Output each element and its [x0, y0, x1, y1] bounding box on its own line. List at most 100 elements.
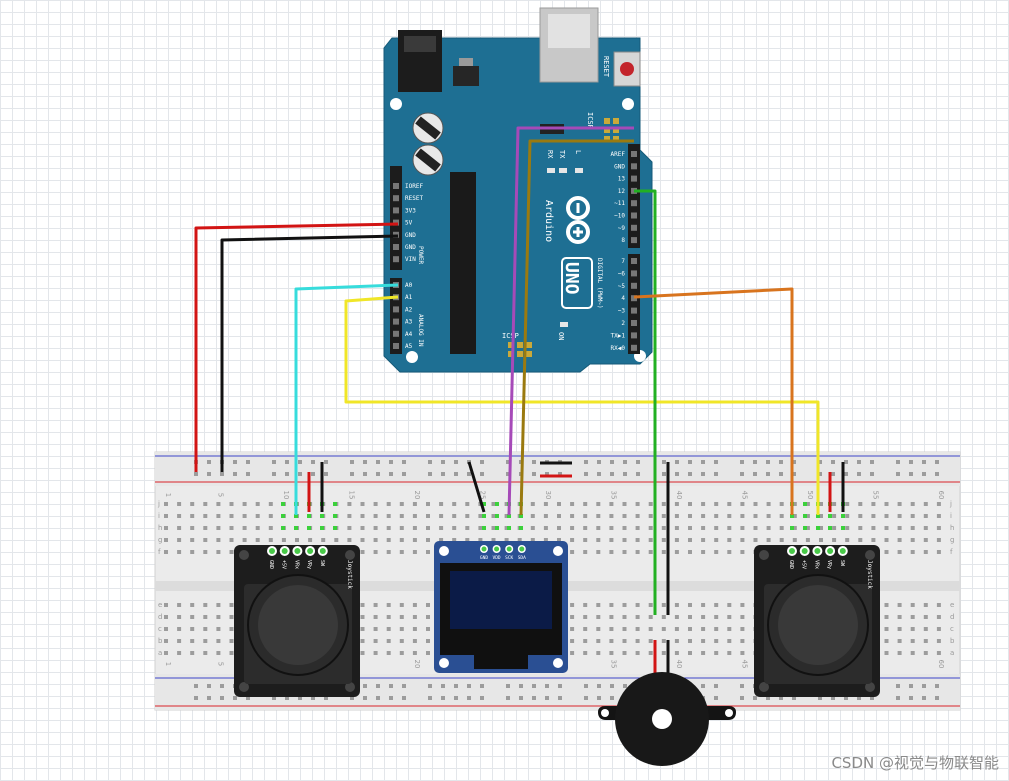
breadboard-hole[interactable]: [216, 651, 221, 655]
breadboard-hole[interactable]: [661, 627, 666, 631]
breadboard-hole[interactable]: [426, 639, 430, 643]
breadboard-hole[interactable]: [923, 615, 928, 619]
breadboard-hole[interactable]: [570, 651, 575, 655]
rail-hole[interactable]: [311, 460, 315, 464]
rail-hole[interactable]: [311, 696, 315, 700]
rail-hole[interactable]: [220, 684, 224, 688]
breadboard-hole[interactable]: [504, 502, 509, 506]
breadboard-hole[interactable]: [792, 514, 797, 518]
breadboard-hole[interactable]: [740, 550, 745, 554]
breadboard-hole[interactable]: [635, 526, 640, 530]
breadboard-hole[interactable]: [426, 603, 430, 607]
breadboard-hole[interactable]: [701, 651, 706, 655]
rail-hole[interactable]: [285, 696, 289, 700]
rail-hole[interactable]: [285, 472, 289, 476]
rail-hole[interactable]: [324, 696, 328, 700]
rail-hole[interactable]: [740, 460, 744, 464]
rail-hole[interactable]: [454, 472, 458, 476]
breadboard-hole[interactable]: [412, 514, 417, 518]
header-pin[interactable]: [631, 200, 637, 207]
rail-hole[interactable]: [610, 696, 614, 700]
breadboard-hole[interactable]: [779, 502, 784, 506]
breadboard-hole[interactable]: [897, 639, 902, 643]
breadboard-hole[interactable]: [910, 502, 915, 506]
breadboard-hole[interactable]: [727, 627, 732, 631]
rail-hole[interactable]: [519, 684, 523, 688]
rail-hole[interactable]: [584, 460, 588, 464]
rail-hole[interactable]: [363, 696, 367, 700]
breadboard-hole[interactable]: [596, 502, 601, 506]
breadboard-hole[interactable]: [923, 538, 928, 542]
breadboard-hole[interactable]: [242, 514, 247, 518]
rail-hole[interactable]: [610, 472, 614, 476]
connected-hole[interactable]: [803, 514, 807, 518]
breadboard-hole[interactable]: [164, 526, 168, 530]
breadboard-hole[interactable]: [399, 514, 404, 518]
rail-hole[interactable]: [584, 472, 588, 476]
breadboard-hole[interactable]: [727, 615, 732, 619]
wire-d12-green[interactable]: [634, 189, 657, 615]
breadboard-hole[interactable]: [635, 627, 640, 631]
breadboard-hole[interactable]: [832, 514, 837, 518]
rail-hole[interactable]: [935, 472, 939, 476]
breadboard-hole[interactable]: [740, 603, 745, 607]
breadboard-hole[interactable]: [177, 550, 182, 554]
breadboard-hole[interactable]: [884, 651, 889, 655]
breadboard-hole[interactable]: [936, 627, 941, 631]
breadboard-hole[interactable]: [216, 639, 221, 643]
icsp-pin[interactable]: [613, 118, 619, 124]
breadboard-hole[interactable]: [583, 603, 588, 607]
breadboard-hole[interactable]: [596, 603, 601, 607]
breadboard-hole[interactable]: [819, 502, 823, 506]
breadboard-hole[interactable]: [622, 526, 627, 530]
breadboard-hole[interactable]: [439, 538, 444, 542]
breadboard-hole[interactable]: [190, 526, 195, 530]
breadboard-hole[interactable]: [884, 526, 889, 530]
breadboard-hole[interactable]: [674, 502, 679, 506]
breadboard-hole[interactable]: [779, 538, 784, 542]
breadboard-hole[interactable]: [360, 615, 365, 619]
rail-hole[interactable]: [480, 472, 484, 476]
wire-a0-cyan[interactable]: [294, 283, 399, 515]
connected-hole[interactable]: [482, 514, 486, 518]
breadboard-hole[interactable]: [910, 514, 915, 518]
rail-hole[interactable]: [623, 472, 627, 476]
breadboard-hole[interactable]: [884, 639, 889, 643]
rail-hole[interactable]: [896, 472, 900, 476]
rail-hole[interactable]: [467, 684, 471, 688]
breadboard-hole[interactable]: [897, 514, 902, 518]
breadboard-hole[interactable]: [360, 502, 365, 506]
breadboard-hole[interactable]: [570, 526, 575, 530]
rail-hole[interactable]: [454, 460, 458, 464]
rail-hole[interactable]: [363, 460, 367, 464]
breadboard-hole[interactable]: [478, 538, 483, 542]
rail-hole[interactable]: [246, 696, 250, 700]
breadboard-hole[interactable]: [177, 526, 182, 530]
rail-hole[interactable]: [935, 460, 939, 464]
header-pin[interactable]: [393, 244, 399, 250]
header-pin[interactable]: [631, 332, 637, 339]
breadboard-hole[interactable]: [858, 526, 863, 530]
header-pin[interactable]: [631, 224, 637, 231]
rail-hole[interactable]: [701, 684, 705, 688]
breadboard-hole[interactable]: [360, 514, 365, 518]
breadboard-hole[interactable]: [229, 526, 234, 530]
breadboard-hole[interactable]: [360, 627, 365, 631]
breadboard-hole[interactable]: [412, 502, 417, 506]
breadboard-hole[interactable]: [805, 526, 810, 530]
breadboard-hole[interactable]: [177, 514, 182, 518]
breadboard-hole[interactable]: [177, 615, 182, 619]
breadboard-hole[interactable]: [701, 502, 706, 506]
breadboard-hole[interactable]: [727, 526, 732, 530]
breadboard-hole[interactable]: [543, 526, 548, 530]
breadboard-hole[interactable]: [674, 514, 679, 518]
breadboard-hole[interactable]: [622, 550, 627, 554]
breadboard-hole[interactable]: [766, 538, 771, 542]
breadboard-hole[interactable]: [714, 651, 719, 655]
breadboard-hole[interactable]: [648, 651, 653, 655]
connected-hole[interactable]: [320, 514, 324, 518]
connected-hole[interactable]: [790, 526, 794, 530]
connected-hole[interactable]: [519, 526, 523, 530]
breadboard-hole[interactable]: [373, 627, 378, 631]
breadboard-hole[interactable]: [701, 514, 706, 518]
